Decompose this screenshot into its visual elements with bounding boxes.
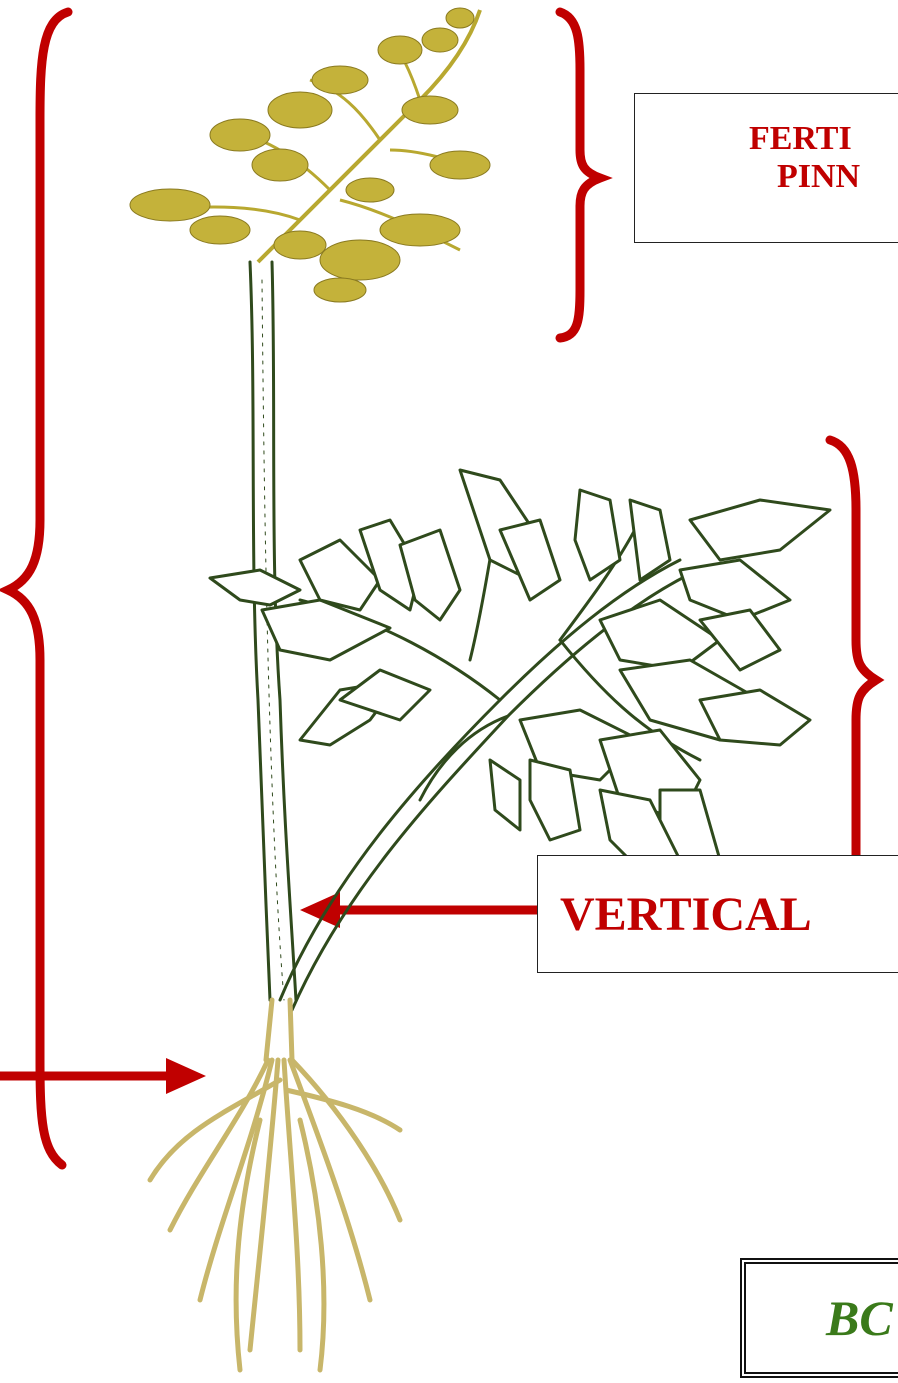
fern-roots [150, 1000, 400, 1370]
vertical-stem-label-box: VERTICAL [537, 855, 898, 973]
fertile-brace [560, 12, 600, 338]
sterile-leaflets [210, 470, 830, 880]
fertile-label-line1: FERTI [749, 120, 898, 158]
fertile-pinnae-label-box: FERTI PINN [634, 93, 898, 243]
fertile-label-line2: PINN [749, 158, 898, 196]
fertile-frond [130, 8, 490, 302]
vertical-label: VERTICAL [560, 888, 812, 941]
left-brace [8, 12, 68, 1165]
bottom-caption-box: BC [740, 1258, 898, 1378]
bottom-caption-label: BC [826, 1290, 893, 1346]
sterile-brace [830, 440, 876, 925]
root-arrow [0, 1058, 206, 1094]
